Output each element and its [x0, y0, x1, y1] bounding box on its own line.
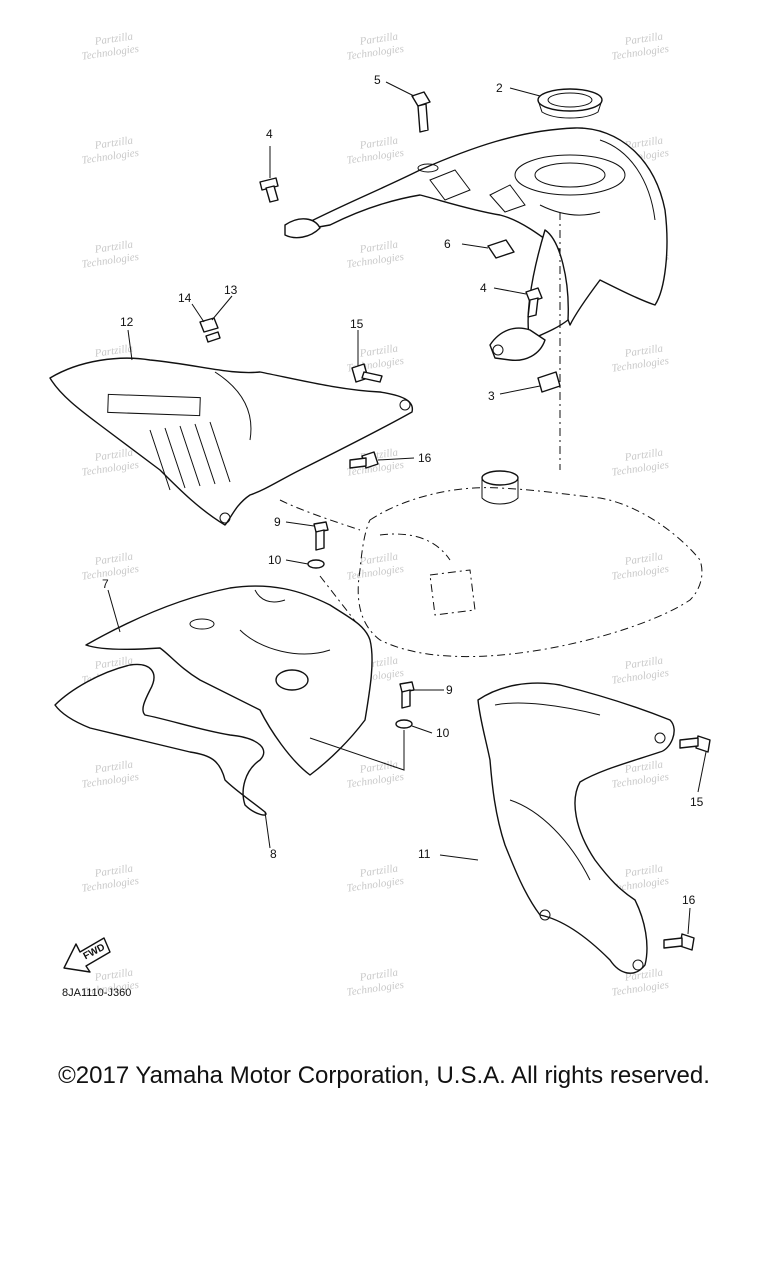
bolt-part-15-lower	[679, 735, 711, 753]
bolt-part-16-lower	[663, 933, 695, 951]
clip-part-6	[487, 239, 515, 259]
exploded-parts-diagram: PartzillaTechnologiesPartzillaTechnologi…	[49, 30, 711, 999]
watermark-text: Technologies	[81, 563, 140, 583]
bolt-part-5	[411, 91, 439, 173]
bolt-part-9-upper	[313, 521, 329, 551]
watermark-text: Partzilla	[358, 238, 399, 255]
washer-part-10-lower	[395, 719, 413, 729]
callout-10-upper: 10	[268, 553, 282, 567]
watermark-text: Technologies	[81, 459, 140, 479]
watermark-text: Partzilla	[93, 446, 134, 463]
watermark-text: Partzilla	[623, 446, 664, 463]
bolt-part-16-upper	[349, 451, 379, 469]
watermark-text: Partzilla	[623, 654, 664, 671]
clip-part-3	[537, 371, 561, 393]
watermark-text: Technologies	[81, 147, 140, 167]
watermark-text: Technologies	[346, 147, 405, 167]
callout-14: 14	[178, 291, 192, 305]
callout-7: 7	[102, 577, 109, 591]
fwd-arrow-icon: FWD	[63, 937, 111, 973]
callout-2: 2	[496, 81, 503, 95]
watermark-text: Technologies	[611, 563, 670, 583]
callout-9-upper: 9	[274, 515, 281, 529]
side-cover-part-11	[477, 682, 675, 974]
watermark-text: Technologies	[611, 771, 670, 791]
watermark-text: Partzilla	[93, 30, 134, 47]
watermark-text: Technologies	[611, 459, 670, 479]
drawing-code: 8JA1110-J360	[62, 987, 131, 999]
callout-5: 5	[374, 73, 381, 87]
callout-13: 13	[224, 283, 238, 297]
callout-11: 11	[418, 847, 431, 861]
watermark-text: Partzilla	[623, 862, 664, 879]
grommet-part-2	[537, 88, 603, 119]
watermark-text: Technologies	[611, 667, 670, 687]
watermark-text: Partzilla	[93, 238, 134, 255]
callout-10-lower: 10	[436, 726, 450, 740]
watermark-text: Technologies	[611, 979, 670, 999]
watermark-text: Partzilla	[358, 966, 399, 983]
callout-4-lower: 4	[480, 281, 487, 295]
callout-16-lower: 16	[682, 893, 696, 907]
watermark-text: Technologies	[611, 43, 670, 63]
watermark-text: Partzilla	[93, 758, 134, 775]
damper-parts-13-14	[199, 317, 221, 343]
watermark-layer: PartzillaTechnologiesPartzillaTechnologi…	[81, 30, 670, 998]
watermark-text: Technologies	[81, 43, 140, 63]
watermark-text: Technologies	[81, 771, 140, 791]
watermark-text: Technologies	[611, 355, 670, 375]
washer-part-10-upper	[307, 559, 325, 569]
watermark-text: Technologies	[346, 251, 405, 271]
callout-12: 12	[120, 315, 134, 329]
watermark-text: Partzilla	[623, 342, 664, 359]
callout-9-lower: 9	[446, 683, 453, 697]
callout-4-upper: 4	[266, 127, 273, 141]
watermark-text: Partzilla	[623, 758, 664, 775]
screw-part-4-upper	[259, 177, 279, 203]
watermark-text: Partzilla	[358, 550, 399, 567]
screw-part-4-lower	[525, 287, 543, 318]
watermark-text: Partzilla	[93, 862, 134, 879]
bracket-part	[489, 327, 546, 362]
watermark-text: Partzilla	[93, 134, 134, 151]
watermark-text: Technologies	[346, 563, 405, 583]
watermark-text: Technologies	[81, 251, 140, 271]
callout-15-lower: 15	[690, 795, 704, 809]
leader-lines	[107, 81, 707, 935]
watermark-text: Technologies	[346, 875, 405, 895]
callout-15-upper: 15	[350, 317, 364, 331]
bolt-part-15-upper	[351, 363, 383, 383]
callout-16-upper: 16	[418, 451, 432, 465]
fuel-tank-outline	[279, 212, 703, 658]
callout-3: 3	[488, 389, 495, 403]
callout-8: 8	[270, 847, 277, 861]
center-cover-part-7	[85, 585, 373, 776]
watermark-text: Partzilla	[93, 550, 134, 567]
watermark-text: Partzilla	[93, 342, 134, 359]
copyright-notice: ©2017 Yamaha Motor Corporation, U.S.A. A…	[58, 1062, 710, 1089]
callout-numbers: 2 5 4 6 4 3 14 13 12 15 16 9 10 7 9 10 8…	[102, 73, 704, 907]
lower-panel-part-8	[54, 663, 267, 816]
watermark-text: Technologies	[346, 43, 405, 63]
watermark-text: Technologies	[346, 979, 405, 999]
watermark-text: Partzilla	[623, 30, 664, 47]
watermark-text: Partzilla	[93, 966, 134, 983]
watermark-text: Partzilla	[358, 758, 399, 775]
watermark-text: Partzilla	[358, 342, 399, 359]
callout-6: 6	[444, 237, 451, 251]
watermark-text: Partzilla	[358, 862, 399, 879]
watermark-text: Technologies	[346, 771, 405, 791]
side-cover-part-12	[49, 357, 414, 526]
watermark-text: Partzilla	[358, 30, 399, 47]
bolt-part-9-lower	[399, 681, 415, 709]
watermark-text: Technologies	[81, 875, 140, 895]
watermark-text: Partzilla	[623, 550, 664, 567]
watermark-text: Partzilla	[623, 134, 664, 151]
watermark-text: Partzilla	[358, 134, 399, 151]
tank-cover-part	[284, 127, 668, 341]
